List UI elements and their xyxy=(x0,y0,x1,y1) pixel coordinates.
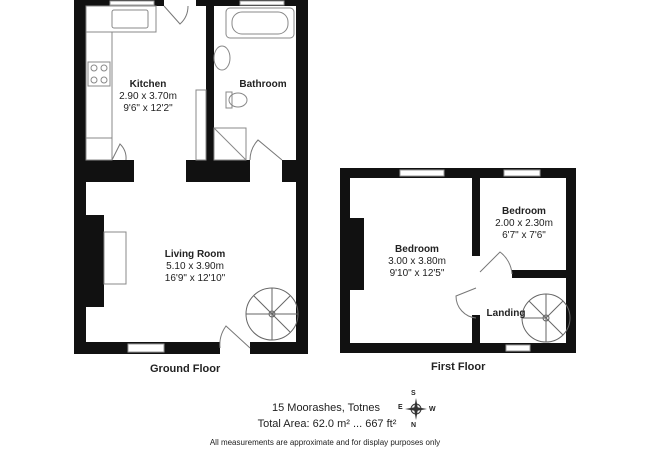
first-wall-divider-upper xyxy=(472,168,480,256)
kitchen-bath-wall xyxy=(206,0,214,160)
window-bath xyxy=(239,0,285,6)
address: 15 Moorashes, Totnes xyxy=(271,402,381,414)
door-swing-bath xyxy=(249,139,283,161)
toilet-cistern xyxy=(225,91,233,109)
bedroom2-name: Bedroom xyxy=(502,206,546,217)
bedroom2-metric: 2.00 x 2.30m xyxy=(495,218,553,229)
first-wall-outer-right xyxy=(566,168,576,353)
shower-cross-1 xyxy=(213,127,247,161)
bedroom2-imperial: 6'7" x 7'6" xyxy=(502,230,546,241)
window-bedroom1 xyxy=(399,169,445,177)
wall-stub-right xyxy=(282,160,296,182)
door-swing-kitchen-lower xyxy=(111,143,127,161)
ground-wall-left-lower xyxy=(74,182,86,354)
toilet xyxy=(228,92,248,108)
kitchen-imperial: 9'6" x 12'2" xyxy=(123,103,173,114)
door-swing-kitchen xyxy=(163,5,189,25)
kitchen-metric: 2.90 x 3.70m xyxy=(119,91,177,102)
total-area: Total Area: 62.0 m² ... 667 ft² xyxy=(257,418,397,430)
bedroom1-name: Bedroom xyxy=(395,244,439,255)
window-bedroom2 xyxy=(503,169,541,177)
first-wall-divider-lower xyxy=(472,315,480,353)
ground-wall-right xyxy=(296,0,308,354)
kitchen-sink xyxy=(111,9,149,29)
compass-n: N xyxy=(411,422,417,429)
compass-w: W xyxy=(429,406,436,413)
washbasin xyxy=(213,45,231,71)
landing-label: Landing xyxy=(484,308,528,320)
shower-tray xyxy=(213,127,247,161)
bedroom2-label: Bedroom 2.00 x 2.30m 6'7" x 7'6" xyxy=(488,206,560,242)
spiral-stair-first xyxy=(521,293,571,343)
window-kitchen xyxy=(109,0,155,6)
bedroom1-label: Bedroom 3.00 x 3.80m 9'10" x 12'5" xyxy=(372,244,462,280)
bedroom2-wall-bottom xyxy=(512,270,576,278)
bathtub xyxy=(225,7,295,39)
kitchen-hob xyxy=(87,61,111,87)
first-wall-outer-left xyxy=(340,168,350,353)
ground-wall-bottom xyxy=(74,342,308,354)
kitchen-unit-low xyxy=(85,137,113,161)
kitchen-name: Kitchen xyxy=(129,79,167,90)
bathtub-inner xyxy=(231,11,289,35)
door-swing-front xyxy=(219,325,251,349)
compass-e: E xyxy=(398,404,403,411)
kitchen-worktop-top xyxy=(85,5,157,33)
first-wall-outer-bottom xyxy=(340,343,576,353)
living-room-imperial: 16'9" x 12'10" xyxy=(164,273,226,284)
door-swing-landing xyxy=(455,287,477,319)
hob-ring-1 xyxy=(90,64,98,72)
fireplace-hearth xyxy=(103,231,127,285)
bathroom-label: Bathroom xyxy=(228,79,298,91)
door-gap-kitchen-top xyxy=(164,0,196,6)
wall-stub-mid xyxy=(186,160,250,182)
ground-wall-left-upper xyxy=(74,0,86,182)
door-gap-front xyxy=(220,342,250,354)
door-gap-bath xyxy=(250,160,282,182)
bedroom1-metric: 3.00 x 3.80m xyxy=(388,256,446,267)
window-living xyxy=(127,343,165,353)
bedroom1-imperial: 9'10" x 12'5" xyxy=(389,268,445,279)
living-room-label: Living Room 5.10 x 3.90m 16'9" x 12'10" xyxy=(150,249,240,285)
first-floor-title: First Floor xyxy=(431,361,486,373)
landing-name: Landing xyxy=(486,308,526,319)
wall-stub-left xyxy=(86,160,134,182)
hob-ring-3 xyxy=(90,76,98,84)
window-landing xyxy=(505,344,531,352)
door-swing-bedroom2 xyxy=(479,251,513,275)
ground-floor-title: Ground Floor xyxy=(150,363,221,375)
bathroom-name: Bathroom xyxy=(239,79,287,90)
kitchen-cupboard xyxy=(195,89,207,161)
kitchen-label: Kitchen 2.90 x 3.70m 9'6" x 12'2" xyxy=(108,79,188,115)
door-gap-landing xyxy=(472,256,480,315)
chimney-breast-ground xyxy=(86,215,104,307)
compass-s: S xyxy=(411,390,416,397)
chimney-breast-first xyxy=(350,218,364,290)
compass-rose-icon xyxy=(405,398,427,420)
disclaimer: All measurements are approximate and for… xyxy=(209,438,441,447)
living-room-metric: 5.10 x 3.90m xyxy=(166,261,224,272)
hob-ring-4 xyxy=(100,76,108,84)
first-wall-outer-top xyxy=(340,168,576,178)
living-room-name: Living Room xyxy=(164,249,226,260)
hob-ring-2 xyxy=(100,64,108,72)
spiral-stair-ground xyxy=(245,287,299,341)
